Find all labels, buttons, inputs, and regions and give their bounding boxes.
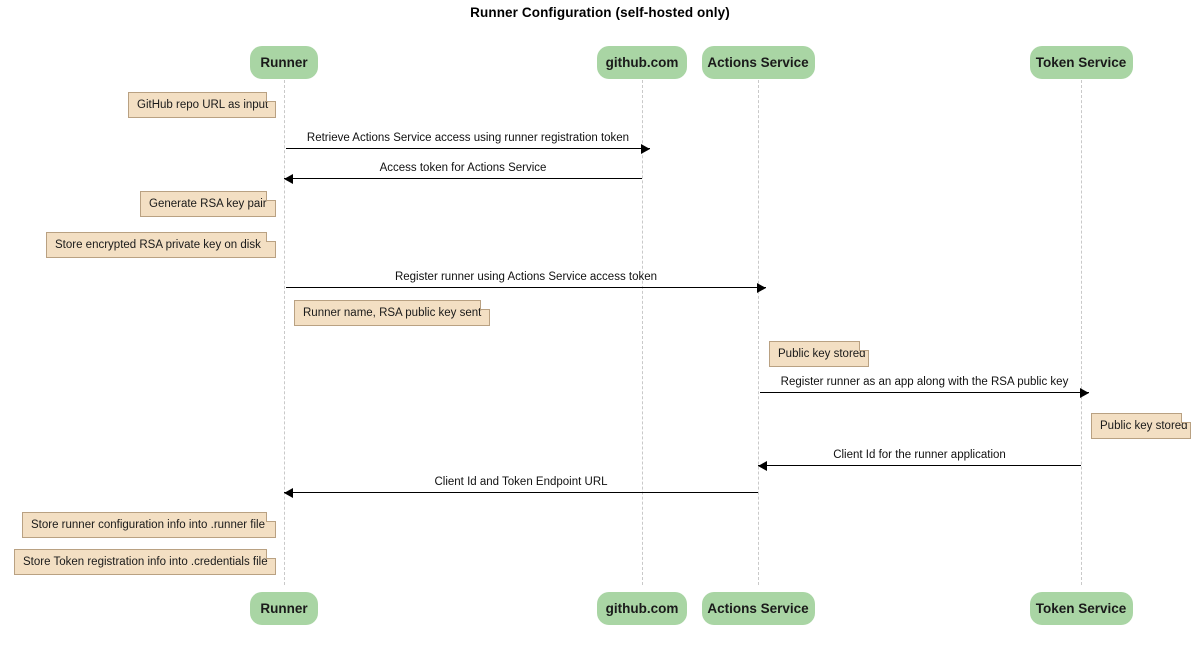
note-n7: Store runner configuration info into .ru… [22, 512, 276, 538]
note-fold-corner-icon [266, 191, 276, 201]
participant-label: github.com [605, 601, 679, 616]
message-line-m4 [760, 392, 1089, 393]
participant-actions-bottom[interactable]: Actions Service [701, 592, 815, 625]
message-line-m5 [758, 465, 1081, 466]
participant-actions-top[interactable]: Actions Service [701, 46, 815, 79]
message-line-m3 [286, 287, 766, 288]
note-text: Public key stored [1100, 420, 1188, 432]
message-label-m3: Register runner using Actions Service ac… [394, 271, 658, 283]
message-arrowhead-m3 [757, 282, 766, 293]
note-fold-corner-icon [859, 341, 869, 351]
participant-token-bottom[interactable]: Token Service [1029, 592, 1133, 625]
note-text: Public key stored [778, 348, 866, 360]
note-text: Generate RSA key pair [149, 198, 267, 210]
participant-token-top[interactable]: Token Service [1029, 46, 1133, 79]
participant-label: Actions Service [707, 601, 809, 616]
participant-runner-top[interactable]: Runner [250, 46, 318, 79]
note-n4: Runner name, RSA public key sent [294, 300, 490, 326]
message-arrowhead-m5 [758, 460, 767, 471]
note-text: Store runner configuration info into .ru… [31, 519, 265, 531]
note-text: Runner name, RSA public key sent [303, 307, 482, 319]
participant-runner-bottom[interactable]: Runner [250, 592, 318, 625]
note-n3: Store encrypted RSA private key on disk [46, 232, 276, 258]
lifeline-actions [758, 80, 759, 585]
note-n6: Public key stored [1091, 413, 1191, 439]
lifeline-github [642, 80, 643, 585]
note-fold-corner-icon [266, 549, 276, 559]
note-fold-corner-icon [266, 92, 276, 102]
message-arrowhead-m4 [1080, 387, 1089, 398]
message-label-m2: Access token for Actions Service [379, 162, 547, 174]
note-n5: Public key stored [769, 341, 869, 367]
note-n8: Store Token registration info into .cred… [14, 549, 276, 575]
message-line-m2 [284, 178, 642, 179]
note-fold-corner-icon [1181, 413, 1191, 423]
lifeline-token [1081, 80, 1082, 585]
message-arrowhead-m2 [284, 173, 293, 184]
message-label-m4: Register runner as an app along with the… [780, 376, 1069, 388]
participant-label: Actions Service [707, 55, 809, 70]
participant-github-top[interactable]: github.com [597, 46, 687, 79]
message-label-m1: Retrieve Actions Service access using ru… [306, 132, 630, 144]
message-label-m5: Client Id for the runner application [833, 449, 1006, 461]
note-n1: GitHub repo URL as input [128, 92, 276, 118]
message-arrowhead-m1 [641, 143, 650, 154]
page-title: Runner Configuration (self-hosted only) [470, 5, 730, 20]
lifeline-runner [284, 80, 285, 585]
note-fold-corner-icon [480, 300, 490, 310]
participant-label: github.com [605, 55, 679, 70]
note-text: Store Token registration info into .cred… [23, 556, 268, 568]
note-n2: Generate RSA key pair [140, 191, 276, 217]
note-text: GitHub repo URL as input [137, 99, 269, 111]
note-fold-corner-icon [266, 512, 276, 522]
message-line-m6 [284, 492, 758, 493]
participant-label: Token Service [1035, 55, 1127, 70]
participant-label: Runner [260, 601, 308, 616]
note-fold-corner-icon [266, 232, 276, 242]
participant-github-bottom[interactable]: github.com [597, 592, 687, 625]
message-arrowhead-m6 [284, 487, 293, 498]
note-text: Store encrypted RSA private key on disk [55, 239, 261, 251]
message-line-m1 [286, 148, 650, 149]
participant-label: Runner [260, 55, 308, 70]
participant-label: Token Service [1035, 601, 1127, 616]
message-label-m6: Client Id and Token Endpoint URL [434, 476, 608, 488]
